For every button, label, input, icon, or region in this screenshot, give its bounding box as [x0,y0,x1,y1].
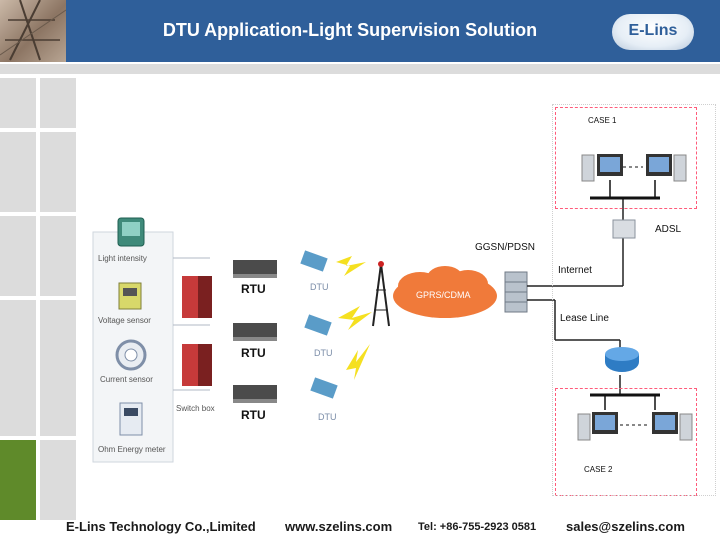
device-label: Current sensor [100,375,153,384]
footer-tel: Tel: +86-755-2923 0581 [418,521,537,533]
dtu-modem-icon [300,250,328,272]
pc-icon [581,154,623,182]
antenna-tower-icon [372,261,390,327]
device-label: Light intensity [98,254,147,263]
deco-green-block [0,440,36,520]
lightning-icon [336,256,366,276]
dtu-label: DTU [314,348,333,358]
page-title: DTU Application-Light Supervision Soluti… [162,20,538,40]
header-bar [0,0,720,62]
deco-block [0,132,36,212]
dtu-modem-icon [310,377,338,399]
rtu-device-icon [233,260,277,278]
deco-block [0,78,36,128]
case-1-box [555,107,697,209]
rtu-device-icon [233,385,277,403]
router-icon [605,347,639,372]
switch-box-icon [182,276,212,318]
case-2-label: CASE 2 [584,465,613,474]
deco-block [40,300,76,436]
elins-logo [612,14,694,50]
rtu-label: RTU [241,346,266,360]
lightning-icon [338,306,372,330]
ggsn-server-icon [504,271,528,313]
tower-photo [0,0,66,62]
energy-meter-icon [119,402,143,436]
rtu-device-icon [233,323,277,341]
lightning-icon [346,344,370,380]
network-panel [552,104,716,496]
footer-website[interactable]: www.szelins.com [285,519,393,534]
rtu-label: RTU [241,282,266,296]
current-sensor-icon [115,339,147,371]
pc-icon [652,412,693,441]
voltage-sensor-icon [118,282,142,310]
dtu-modem-icon [304,314,332,336]
footer-email[interactable]: sales@szelins.com [566,519,685,534]
switch-box-label: Switch box [176,404,215,413]
ggsn-label: GGSN/PDSN [475,242,536,253]
deco-block [40,216,76,296]
footer-company: E-Lins Technology Co.,Limited [66,519,256,534]
deco-block [40,440,76,520]
switch-box-icon [182,344,212,386]
case-1-label: CASE 1 [588,116,617,125]
light-sensor-icon [117,217,145,247]
dtu-label: DTU [310,282,329,292]
internet-label: Internet [558,265,592,276]
device-label: Ohm Energy meter [98,445,166,454]
lease-line-label: Lease Line [560,313,609,324]
deco-block [0,300,36,436]
adsl-label: ADSL [655,224,682,235]
deco-block [0,216,36,296]
rtu-label: RTU [241,408,266,422]
device-label: Voltage sensor [98,316,151,325]
pc-icon [577,412,618,441]
deco-block [40,132,76,212]
gprs-cloud-icon [393,266,497,318]
adsl-modem-icon [612,219,636,239]
pc-icon [646,154,687,182]
gprs-label: GPRS/CDMA [416,290,471,300]
deco-block [40,78,76,128]
deco-top-bar [0,64,720,74]
dtu-label: DTU [318,412,337,422]
logo-text: E-Lins [628,22,678,39]
